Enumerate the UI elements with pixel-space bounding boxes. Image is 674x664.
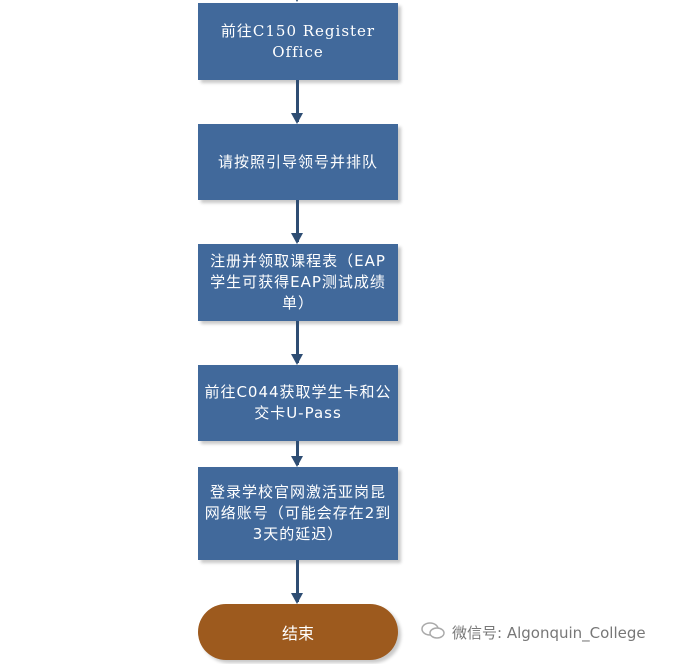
arrow-2 <box>291 200 303 244</box>
step-register-schedule: 注册并领取课程表（EAP学生可获得EAP测试成绩单） <box>198 244 398 321</box>
step-activate-account: 登录学校官网激活亚岗昆网络账号（可能会存在2到3天的延迟） <box>198 467 398 560</box>
arrow-3 <box>291 321 303 365</box>
end-terminal: 结束 <box>198 604 398 660</box>
arrow-4 <box>291 441 303 467</box>
watermark-text: 微信号: Algonquin_College <box>452 623 646 642</box>
step-queue: 请按照引导领号并排队 <box>198 124 398 200</box>
arrow-1 <box>291 80 303 124</box>
step-register-office: 前往C150 Register Office <box>198 3 398 80</box>
watermark: 微信号: Algonquin_College <box>420 620 646 644</box>
arrow-5 <box>291 560 303 604</box>
step-student-card: 前往C044获取学生卡和公交卡U-Pass <box>198 365 398 441</box>
wechat-icon <box>420 620 446 644</box>
